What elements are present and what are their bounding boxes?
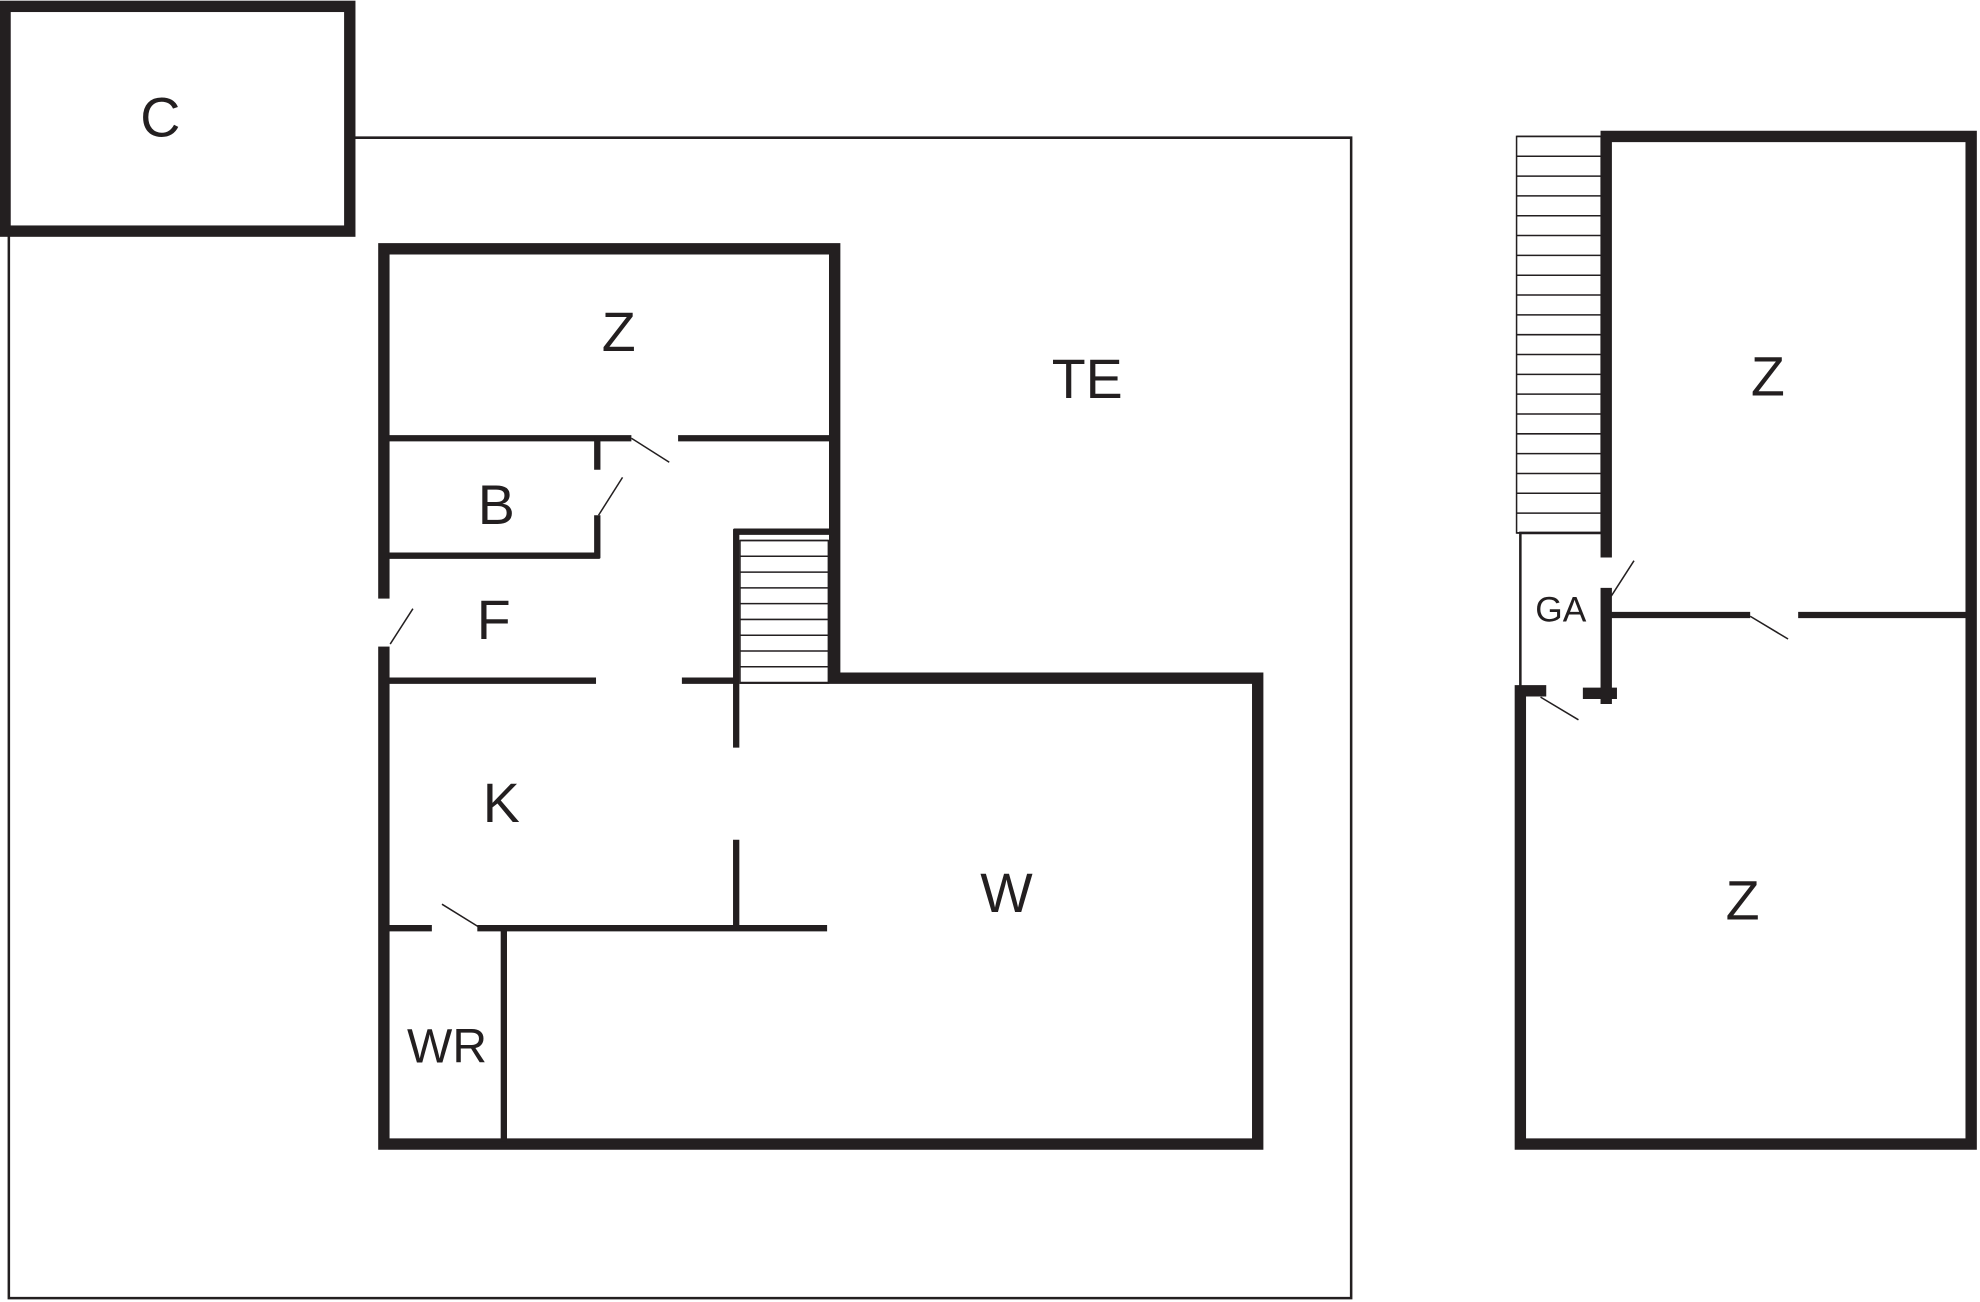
room-label-passage: GA <box>1535 590 1586 629</box>
stair-outline <box>1515 135 1602 534</box>
room-label-kitchen: K <box>483 772 520 834</box>
room-label-living: W <box>980 862 1033 924</box>
terrace-outline <box>7 136 1353 1300</box>
room-label-annex-bedroom-lower: Z <box>1726 869 1760 931</box>
main-stairs <box>739 539 830 684</box>
door-swing <box>597 476 624 516</box>
entrance-door-opening <box>377 598 391 647</box>
door-swing <box>1610 560 1635 597</box>
main-house-interior-walls <box>388 435 830 1142</box>
annex-stairs <box>1515 135 1602 534</box>
annex-outer-wall <box>1514 130 1977 1150</box>
door-swing <box>1540 696 1579 721</box>
door-swings <box>389 437 670 928</box>
room-label-toilet: WR <box>407 1020 487 1073</box>
stair-outline <box>739 539 830 684</box>
room-label-terrace: TE <box>1052 348 1123 410</box>
door-swing <box>1749 615 1789 640</box>
room-label-bedroom: Z <box>602 301 636 363</box>
room-label-hall: F <box>477 589 511 651</box>
carport <box>0 0 356 237</box>
room-label-bathroom: B <box>478 474 515 536</box>
door-swing <box>441 903 479 928</box>
room-label-annex-bedroom-upper: Z <box>1751 345 1785 407</box>
main-house-outer-wall <box>378 243 1264 1150</box>
annex-door-swings <box>1540 560 1789 721</box>
room-label-carport: C <box>140 86 180 148</box>
door-swing <box>389 608 414 645</box>
door-swing <box>630 437 670 463</box>
